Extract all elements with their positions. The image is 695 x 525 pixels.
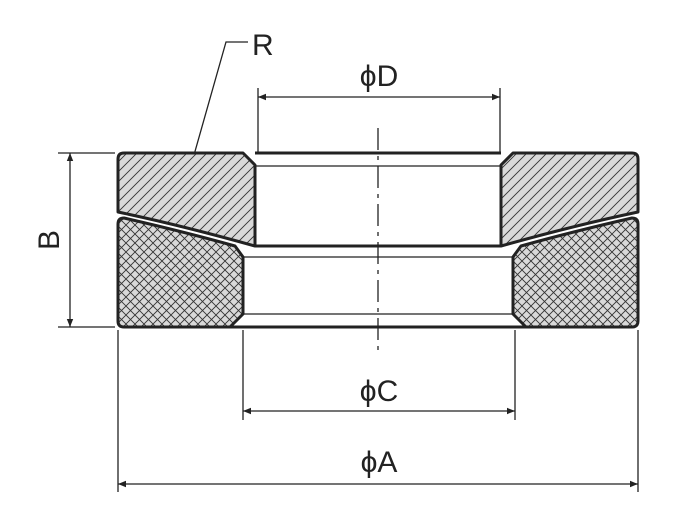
dimension-d-label: ϕD <box>360 60 398 93</box>
dimension-b-label: B <box>33 230 66 250</box>
upper-washer-section-left <box>116 151 257 248</box>
dimension-a-label: ϕA <box>361 446 398 479</box>
upper-washer-section-right <box>499 151 640 248</box>
radius-label: R <box>252 29 274 62</box>
dimension-c-label: ϕC <box>360 375 398 408</box>
lower-washer-section-left <box>116 216 245 329</box>
lower-washer-section-right <box>511 216 640 329</box>
